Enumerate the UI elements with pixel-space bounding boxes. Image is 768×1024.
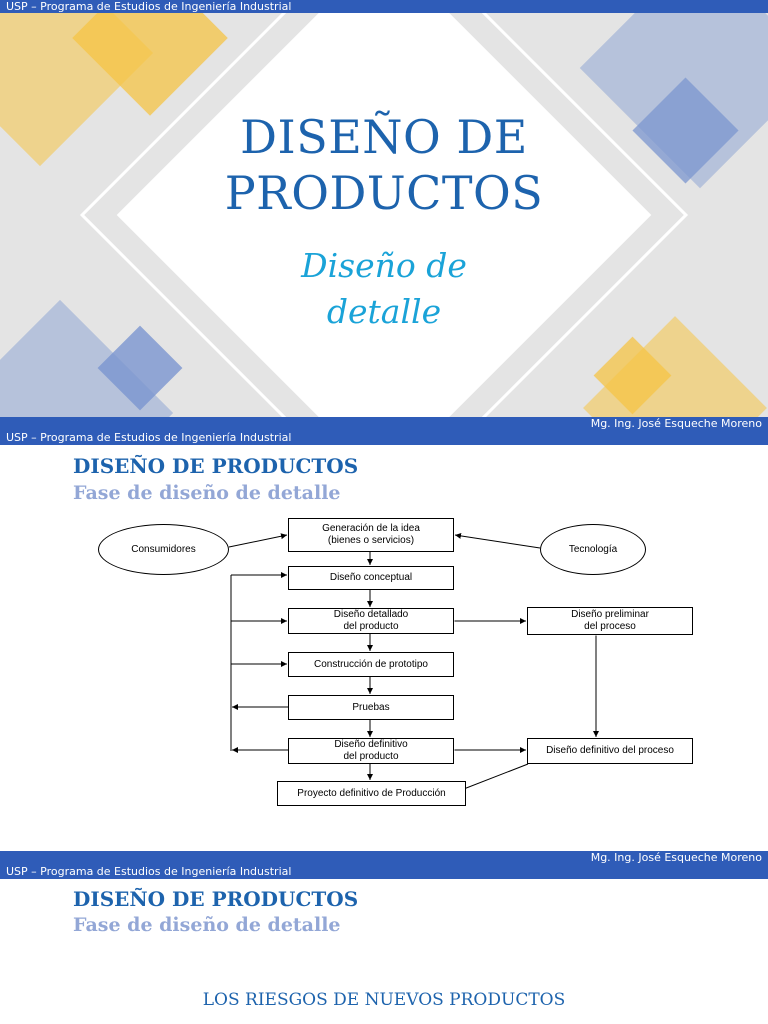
cover-title: DISEÑO DE PRODUCTOS	[0, 109, 768, 221]
footer-text: Mg. Ing. José Esqueche Moreno	[590, 851, 762, 864]
slide3-heading: DISEÑO DE PRODUCTOS	[73, 887, 359, 911]
slide3-section-title: LOS RIESGOS DE NUEVOS PRODUCTOS	[202, 990, 566, 1010]
arrow-consumidores-generacion	[228, 533, 288, 548]
slide1-footer-bar: Mg. Ing. José Esqueche Moreno	[0, 417, 768, 431]
node-diseno-definitivo-proceso: Diseño definitivo del proceso	[527, 738, 693, 764]
header-text: USP – Programa de Estudios de Ingeniería…	[6, 865, 292, 878]
node-proyecto-definitivo: Proyecto definitivo de Producción	[277, 781, 466, 806]
cover-subtitle-line2: detalle	[326, 292, 442, 331]
slide2-footer-bar: Mg. Ing. José Esqueche Moreno	[0, 851, 768, 865]
slide2-subheading: Fase de diseño de detalle	[73, 482, 341, 504]
node-diseno-preliminar-proceso: Diseño preliminar del proceso	[527, 607, 693, 635]
cover-title-line2: PRODUCTOS	[224, 166, 544, 220]
node-consumidores: Consumidores	[98, 524, 229, 575]
node-tecnologia: Tecnología	[540, 524, 646, 575]
slide3-subheading: Fase de diseño de detalle	[73, 914, 341, 936]
cover-slide: DISEÑO DE PRODUCTOS Diseño de detalle	[0, 13, 768, 417]
slide2-heading: DISEÑO DE PRODUCTOS	[73, 454, 359, 478]
node-construccion-prototipo: Construcción de prototipo	[288, 652, 454, 677]
slide1-header-bar: USP – Programa de Estudios de Ingeniería…	[0, 0, 768, 14]
slide2-header-bar: USP – Programa de Estudios de Ingeniería…	[0, 431, 768, 445]
cover-subtitle: Diseño de detalle	[0, 243, 768, 335]
slide3-header-bar: USP – Programa de Estudios de Ingeniería…	[0, 865, 768, 879]
node-generacion-idea: Generación de la idea (bienes o servicio…	[288, 518, 454, 552]
cover-title-line1: DISEÑO DE	[240, 110, 528, 164]
header-text: USP – Programa de Estudios de Ingeniería…	[6, 0, 292, 13]
node-diseno-definitivo-producto: Diseño definitivo del producto	[288, 738, 454, 764]
node-diseno-detallado: Diseño detallado del producto	[288, 608, 454, 634]
header-text: USP – Programa de Estudios de Ingeniería…	[6, 431, 292, 444]
footer-text: Mg. Ing. José Esqueche Moreno	[590, 417, 762, 430]
node-diseno-conceptual: Diseño conceptual	[288, 566, 454, 590]
node-pruebas: Pruebas	[288, 695, 454, 720]
cover-subtitle-line1: Diseño de	[301, 246, 467, 285]
arrow-proceso-proyecto	[455, 763, 529, 793]
arrow-tecnologia-generacion	[454, 532, 541, 549]
